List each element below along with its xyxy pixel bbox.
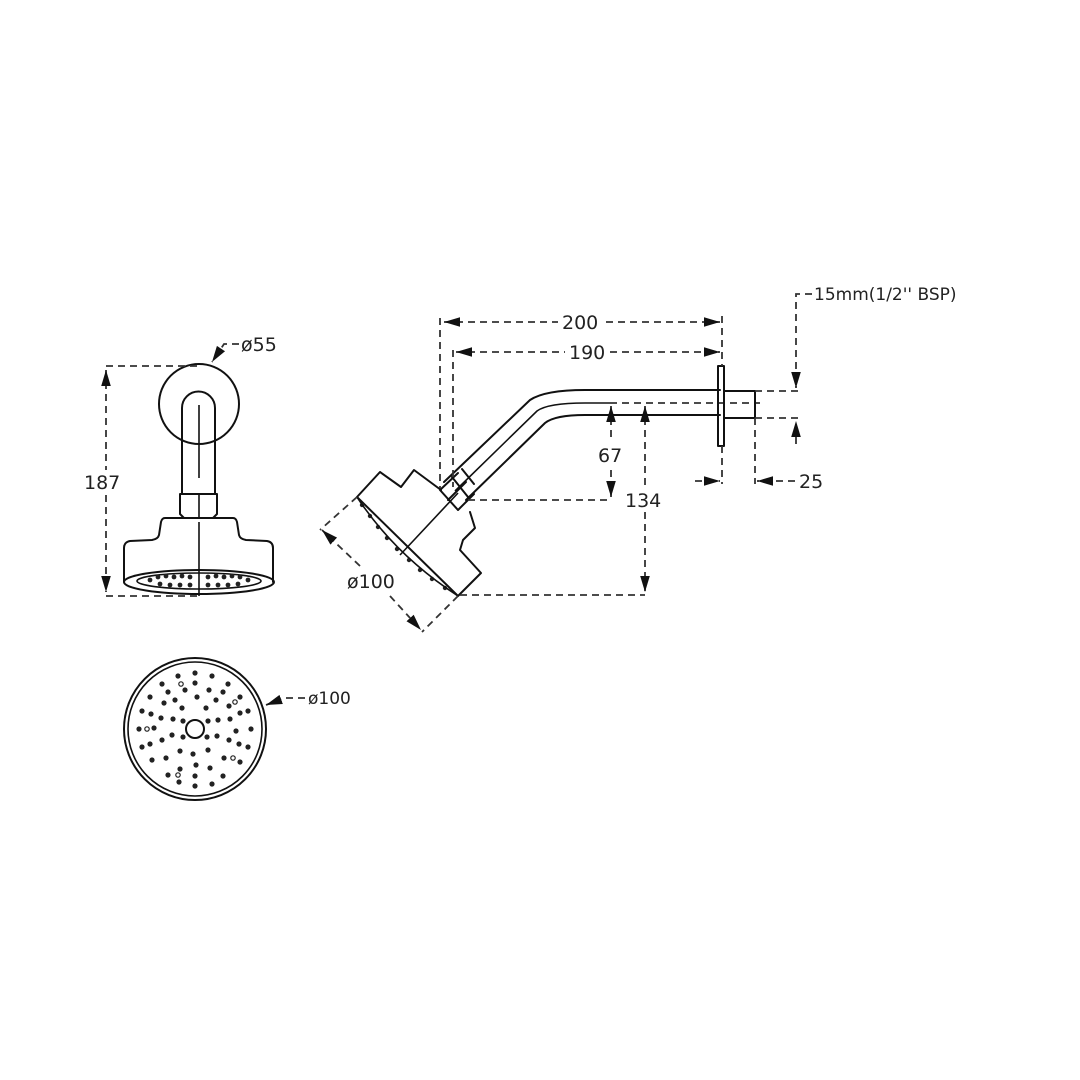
dim-arm-length: 200: [562, 312, 598, 334]
inlet-thread: [723, 390, 756, 419]
shower-arm-side: [443, 389, 721, 501]
dim-overall-height: 187: [84, 472, 120, 494]
side-view: 200 190 67 134 ø100 25 15mm(1/2'' BSP: [319, 285, 957, 633]
dim-side-head-diameter: ø100: [347, 571, 395, 593]
arm-nut-side: [439, 468, 475, 511]
dim-flange-diameter: ø55: [241, 334, 277, 356]
shower-head-front: [123, 517, 274, 583]
bottom-view: ø100: [123, 657, 351, 801]
nozzle-dots-bottom: [136, 670, 254, 789]
dim-drop-joint: 67: [598, 445, 622, 467]
nozzle-dots-front: [147, 573, 251, 588]
dim-bottom-head-diameter: ø100: [308, 689, 351, 709]
dim-arm-projection: 190: [569, 342, 605, 364]
dim-inlet-size: 15mm(1/2'' BSP): [814, 285, 957, 305]
front-view: 187 ø55: [84, 334, 277, 597]
dim-drop-head: 134: [625, 490, 661, 512]
wall-flange-side: [717, 365, 725, 447]
arm-front: [181, 390, 216, 495]
dim-thread-length: 25: [799, 471, 823, 493]
